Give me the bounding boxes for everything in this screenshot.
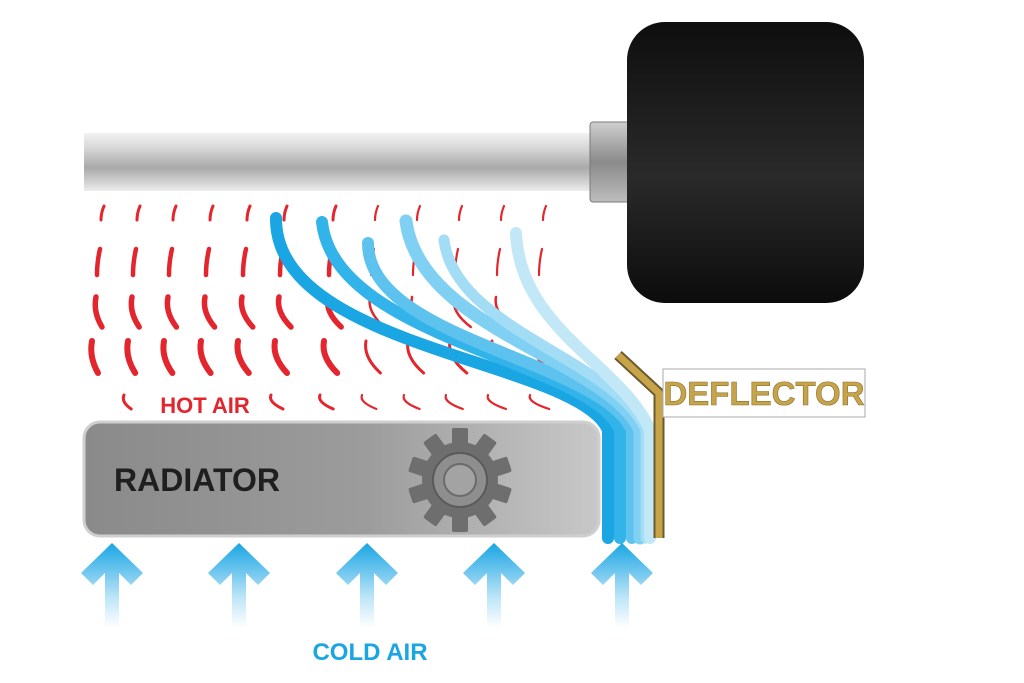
hot-air-dash	[121, 393, 133, 411]
hot-air-dash	[94, 246, 103, 278]
arrow-up-icon	[208, 543, 270, 628]
cold-air-streams	[269, 212, 656, 545]
hot-air-dash	[528, 393, 551, 411]
arrow-up-icon	[463, 543, 525, 628]
hot-air-dash	[373, 204, 380, 222]
hot-air-dash	[99, 204, 106, 222]
hot-air-dash	[318, 393, 335, 411]
hot-air-dash	[444, 393, 464, 411]
hot-air-dash	[88, 338, 101, 376]
hot-air-dash	[238, 294, 256, 330]
arrow-up-icon	[81, 543, 143, 628]
hot-air-dash	[486, 393, 508, 411]
deflector-label-box	[662, 368, 866, 418]
hot-air-dash	[275, 294, 294, 330]
hot-air-dash	[360, 393, 378, 411]
cold-stream-2	[316, 216, 626, 544]
arrow-up-icon	[591, 543, 653, 628]
hot-air-dash	[234, 338, 252, 376]
hot-air-dash	[402, 393, 421, 411]
hot-air-dash	[282, 204, 289, 222]
cold-air-label: COLD AIR	[312, 639, 427, 666]
arrow-up-icon	[336, 543, 398, 628]
radiator-label: RADIATOR	[114, 462, 280, 498]
hot-air-dash	[269, 393, 285, 411]
hot-air-dash	[537, 247, 544, 277]
hot-air-label: HOT AIR	[160, 393, 250, 418]
hot-air-dash	[457, 204, 464, 222]
hot-air-dash	[166, 246, 175, 278]
hot-air-dash	[171, 204, 178, 222]
hot-air-dash	[245, 204, 252, 222]
hot-air-dash	[364, 339, 382, 375]
hot-air-dash	[160, 338, 176, 376]
hot-air-dash	[208, 204, 215, 222]
hot-air-dash	[130, 246, 139, 278]
tire	[627, 22, 864, 303]
hot-air-dash	[541, 204, 548, 222]
cold-stream-1	[269, 212, 614, 544]
cold-stream-6	[510, 227, 656, 544]
hot-air-dash	[124, 338, 139, 376]
hot-air-dash	[201, 294, 218, 330]
axle-shaft	[84, 133, 596, 191]
hot-air-dash	[495, 247, 502, 277]
deflector-label: DEFLECTOR	[663, 375, 864, 412]
deflector-plate-face	[615, 352, 663, 538]
hot-air-dash	[240, 246, 249, 278]
axle-hub	[589, 121, 631, 203]
hot-air-dash	[197, 338, 214, 376]
hot-air-dash	[271, 338, 290, 376]
hot-air-dash	[203, 246, 212, 278]
cold-air-arrows	[81, 543, 653, 628]
hot-air-dash	[92, 294, 105, 330]
hot-air-dash	[164, 294, 180, 330]
hot-air-dash	[331, 204, 338, 222]
cold-stream-3	[362, 237, 638, 544]
hot-air-dash	[135, 204, 142, 222]
hot-air-dash	[499, 204, 506, 222]
hot-air-dash	[320, 338, 341, 376]
gear-icon	[408, 428, 512, 532]
hot-air-dash	[128, 294, 142, 330]
hot-air-dash	[415, 204, 422, 222]
